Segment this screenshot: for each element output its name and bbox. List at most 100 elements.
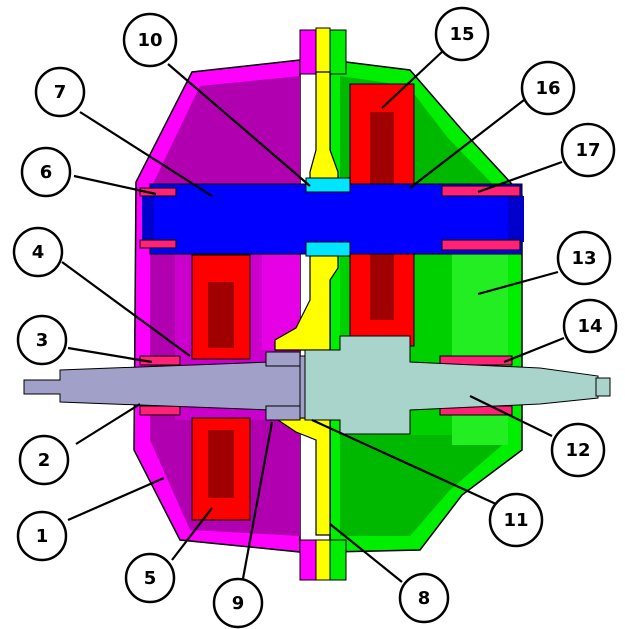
- center-plate-middle: [274, 251, 339, 351]
- callout-12: 12: [550, 422, 606, 478]
- leader-3: [67, 346, 153, 364]
- leader-4: [61, 261, 191, 357]
- leader-12: [469, 395, 553, 437]
- callout-16-circle: [520, 60, 576, 116]
- spacer-10-lower: [305, 241, 351, 257]
- leader-5: [171, 507, 213, 561]
- callout-5-label: 5: [144, 568, 157, 589]
- callout-14-label: 14: [577, 316, 602, 337]
- callout-7-circle: [34, 66, 86, 118]
- flange-top-yellow: [315, 27, 331, 75]
- callout-2-circle: [18, 434, 70, 486]
- countershaft-right-step: [508, 196, 524, 242]
- callout-4-label: 4: [32, 242, 45, 263]
- callout-12-label: 12: [565, 440, 590, 461]
- countershaft-left-step: [142, 196, 154, 242]
- flange-bottom-magenta: [299, 539, 317, 581]
- callout-12-circle: [550, 422, 606, 478]
- callout-5: 5: [124, 552, 176, 604]
- callout-10-circle: [122, 12, 178, 68]
- callout-6-label: 6: [40, 162, 53, 183]
- leader-9: [240, 421, 274, 585]
- leader-16: [409, 99, 525, 189]
- callout-11: 11: [488, 492, 544, 548]
- spacer-10-upper: [305, 177, 351, 193]
- flange-top-magenta: [299, 29, 317, 75]
- callout-16: 16: [520, 60, 576, 116]
- callout-14: 14: [562, 298, 618, 354]
- leader-15: [381, 49, 445, 109]
- leader-6: [73, 174, 157, 196]
- spacers: [305, 177, 351, 257]
- callout-15: 15: [434, 6, 490, 62]
- callout-11-label: 11: [503, 510, 528, 531]
- bearing-6-upper: [139, 187, 177, 197]
- leader-8: [329, 523, 403, 583]
- callout-13: 13: [556, 230, 612, 286]
- callout-8-label: 8: [418, 588, 431, 609]
- callout-2: 2: [18, 434, 70, 486]
- callout-11-circle: [488, 492, 544, 548]
- flange-bottom-yellow: [315, 539, 331, 581]
- leader-14: [503, 336, 565, 364]
- callout-14-circle: [562, 298, 618, 354]
- callout-1-circle: [16, 510, 68, 562]
- callout-8-circle: [398, 572, 450, 624]
- input-shaft-collar-upper: [265, 351, 301, 367]
- callout-9-circle: [212, 577, 264, 629]
- callout-5-circle: [124, 552, 176, 604]
- callout-17-label: 17: [575, 140, 600, 161]
- callout-3-circle: [16, 314, 68, 366]
- callout-13-circle: [556, 230, 612, 286]
- callout-17: 17: [560, 122, 616, 178]
- callout-3: 3: [16, 314, 68, 366]
- callout-1: 1: [16, 510, 68, 562]
- callout-9: 9: [212, 577, 264, 629]
- output-shaft: [304, 335, 611, 435]
- callout-6: 6: [20, 146, 72, 198]
- flanges: [299, 27, 347, 581]
- callout-4: 4: [12, 226, 64, 278]
- bearing-3-lower: [139, 405, 181, 416]
- callout-7: 7: [34, 66, 86, 118]
- gear-5-web: [208, 430, 234, 498]
- gear-15-web: [370, 112, 394, 186]
- leader-13: [477, 270, 559, 296]
- output-shaft-end: [595, 377, 611, 397]
- leader-1: [67, 476, 165, 522]
- bearing-17-lower: [441, 239, 521, 251]
- callout-10: 10: [122, 12, 178, 68]
- leader-17: [477, 160, 563, 194]
- callout-13-label: 13: [571, 248, 596, 269]
- leader-7: [79, 111, 213, 197]
- flange-top-green: [329, 29, 347, 75]
- leader-11: [311, 418, 497, 506]
- callout-9-label: 9: [232, 593, 245, 614]
- leader-lines: [61, 49, 565, 585]
- leader-10: [167, 63, 311, 187]
- leader-2: [75, 403, 141, 445]
- callout-7-label: 7: [54, 82, 67, 103]
- callout-6-circle: [20, 146, 72, 198]
- callout-16-label: 16: [535, 78, 560, 99]
- gears: [191, 83, 415, 521]
- callout-3-label: 3: [36, 330, 49, 351]
- gear-4-web: [208, 282, 234, 348]
- input-shaft-body: [23, 361, 301, 411]
- gear-16-lower-web: [370, 250, 394, 320]
- callout-15-circle: [434, 6, 490, 62]
- callout-10-label: 10: [137, 30, 162, 51]
- bearing-6-lower: [139, 239, 177, 249]
- callouts: 1 2 3 4 5 6 7 8: [12, 6, 618, 629]
- callout-4-circle: [12, 226, 64, 278]
- callout-17-circle: [560, 122, 616, 178]
- callout-1-label: 1: [36, 526, 49, 547]
- callout-15-label: 15: [449, 24, 474, 45]
- callout-8: 8: [398, 572, 450, 624]
- flange-bottom-green: [329, 539, 347, 581]
- callout-2-label: 2: [38, 450, 51, 471]
- input-shaft-collar-lower: [265, 405, 301, 421]
- center-plate: [273, 71, 339, 536]
- output-shaft-body: [304, 335, 599, 435]
